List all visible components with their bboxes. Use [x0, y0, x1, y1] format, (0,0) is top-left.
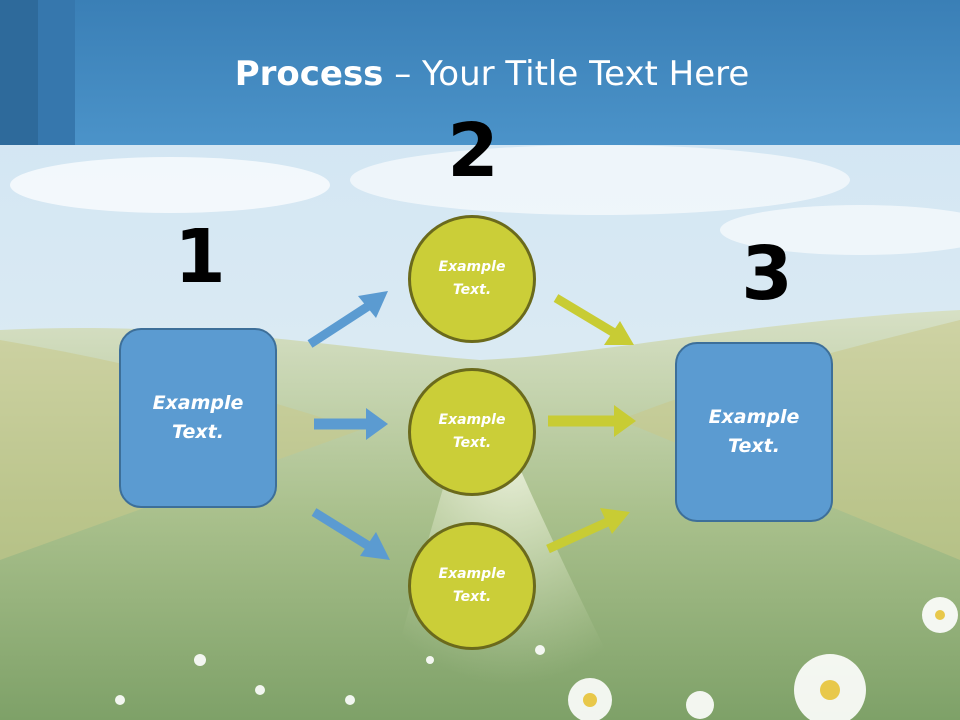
arrow-1-to-2-top — [307, 291, 388, 348]
step-2-circle-middle-text: Example Text. — [438, 412, 506, 451]
step-1-box: Example Text. — [119, 328, 277, 508]
step-2-circle-top: Example Text. — [408, 215, 536, 343]
step-3-number: 3 — [741, 231, 793, 317]
step-1-text: Example Text. — [152, 392, 244, 443]
step-3-text: Example Text. — [708, 406, 800, 457]
slide-title: Process – Your Title Text Here — [0, 52, 960, 96]
step-2-circle-bottom-text: Example Text. — [438, 566, 506, 605]
title-rest: – Your Title Text Here — [383, 54, 750, 94]
title-bold: Process — [234, 54, 384, 94]
step-3-box: Example Text. — [675, 342, 833, 522]
step-2-circle-middle: Example Text. — [408, 368, 536, 496]
arrow-2-to-3-middle — [548, 405, 636, 437]
arrow-2-to-3-bottom — [546, 508, 630, 554]
step-1-number: 1 — [174, 214, 226, 300]
arrow-1-to-2-middle — [314, 408, 388, 440]
title-band: Process – Your Title Text Here — [0, 0, 960, 145]
arrow-1-to-2-bottom — [311, 508, 390, 560]
header-accent-left — [0, 0, 38, 145]
step-2-circle-top-text: Example Text. — [438, 259, 506, 298]
arrow-2-to-3-top — [553, 294, 634, 345]
step-2-number: 2 — [447, 108, 499, 194]
header-accent-right — [38, 0, 75, 145]
step-2-circle-bottom: Example Text. — [408, 522, 536, 650]
